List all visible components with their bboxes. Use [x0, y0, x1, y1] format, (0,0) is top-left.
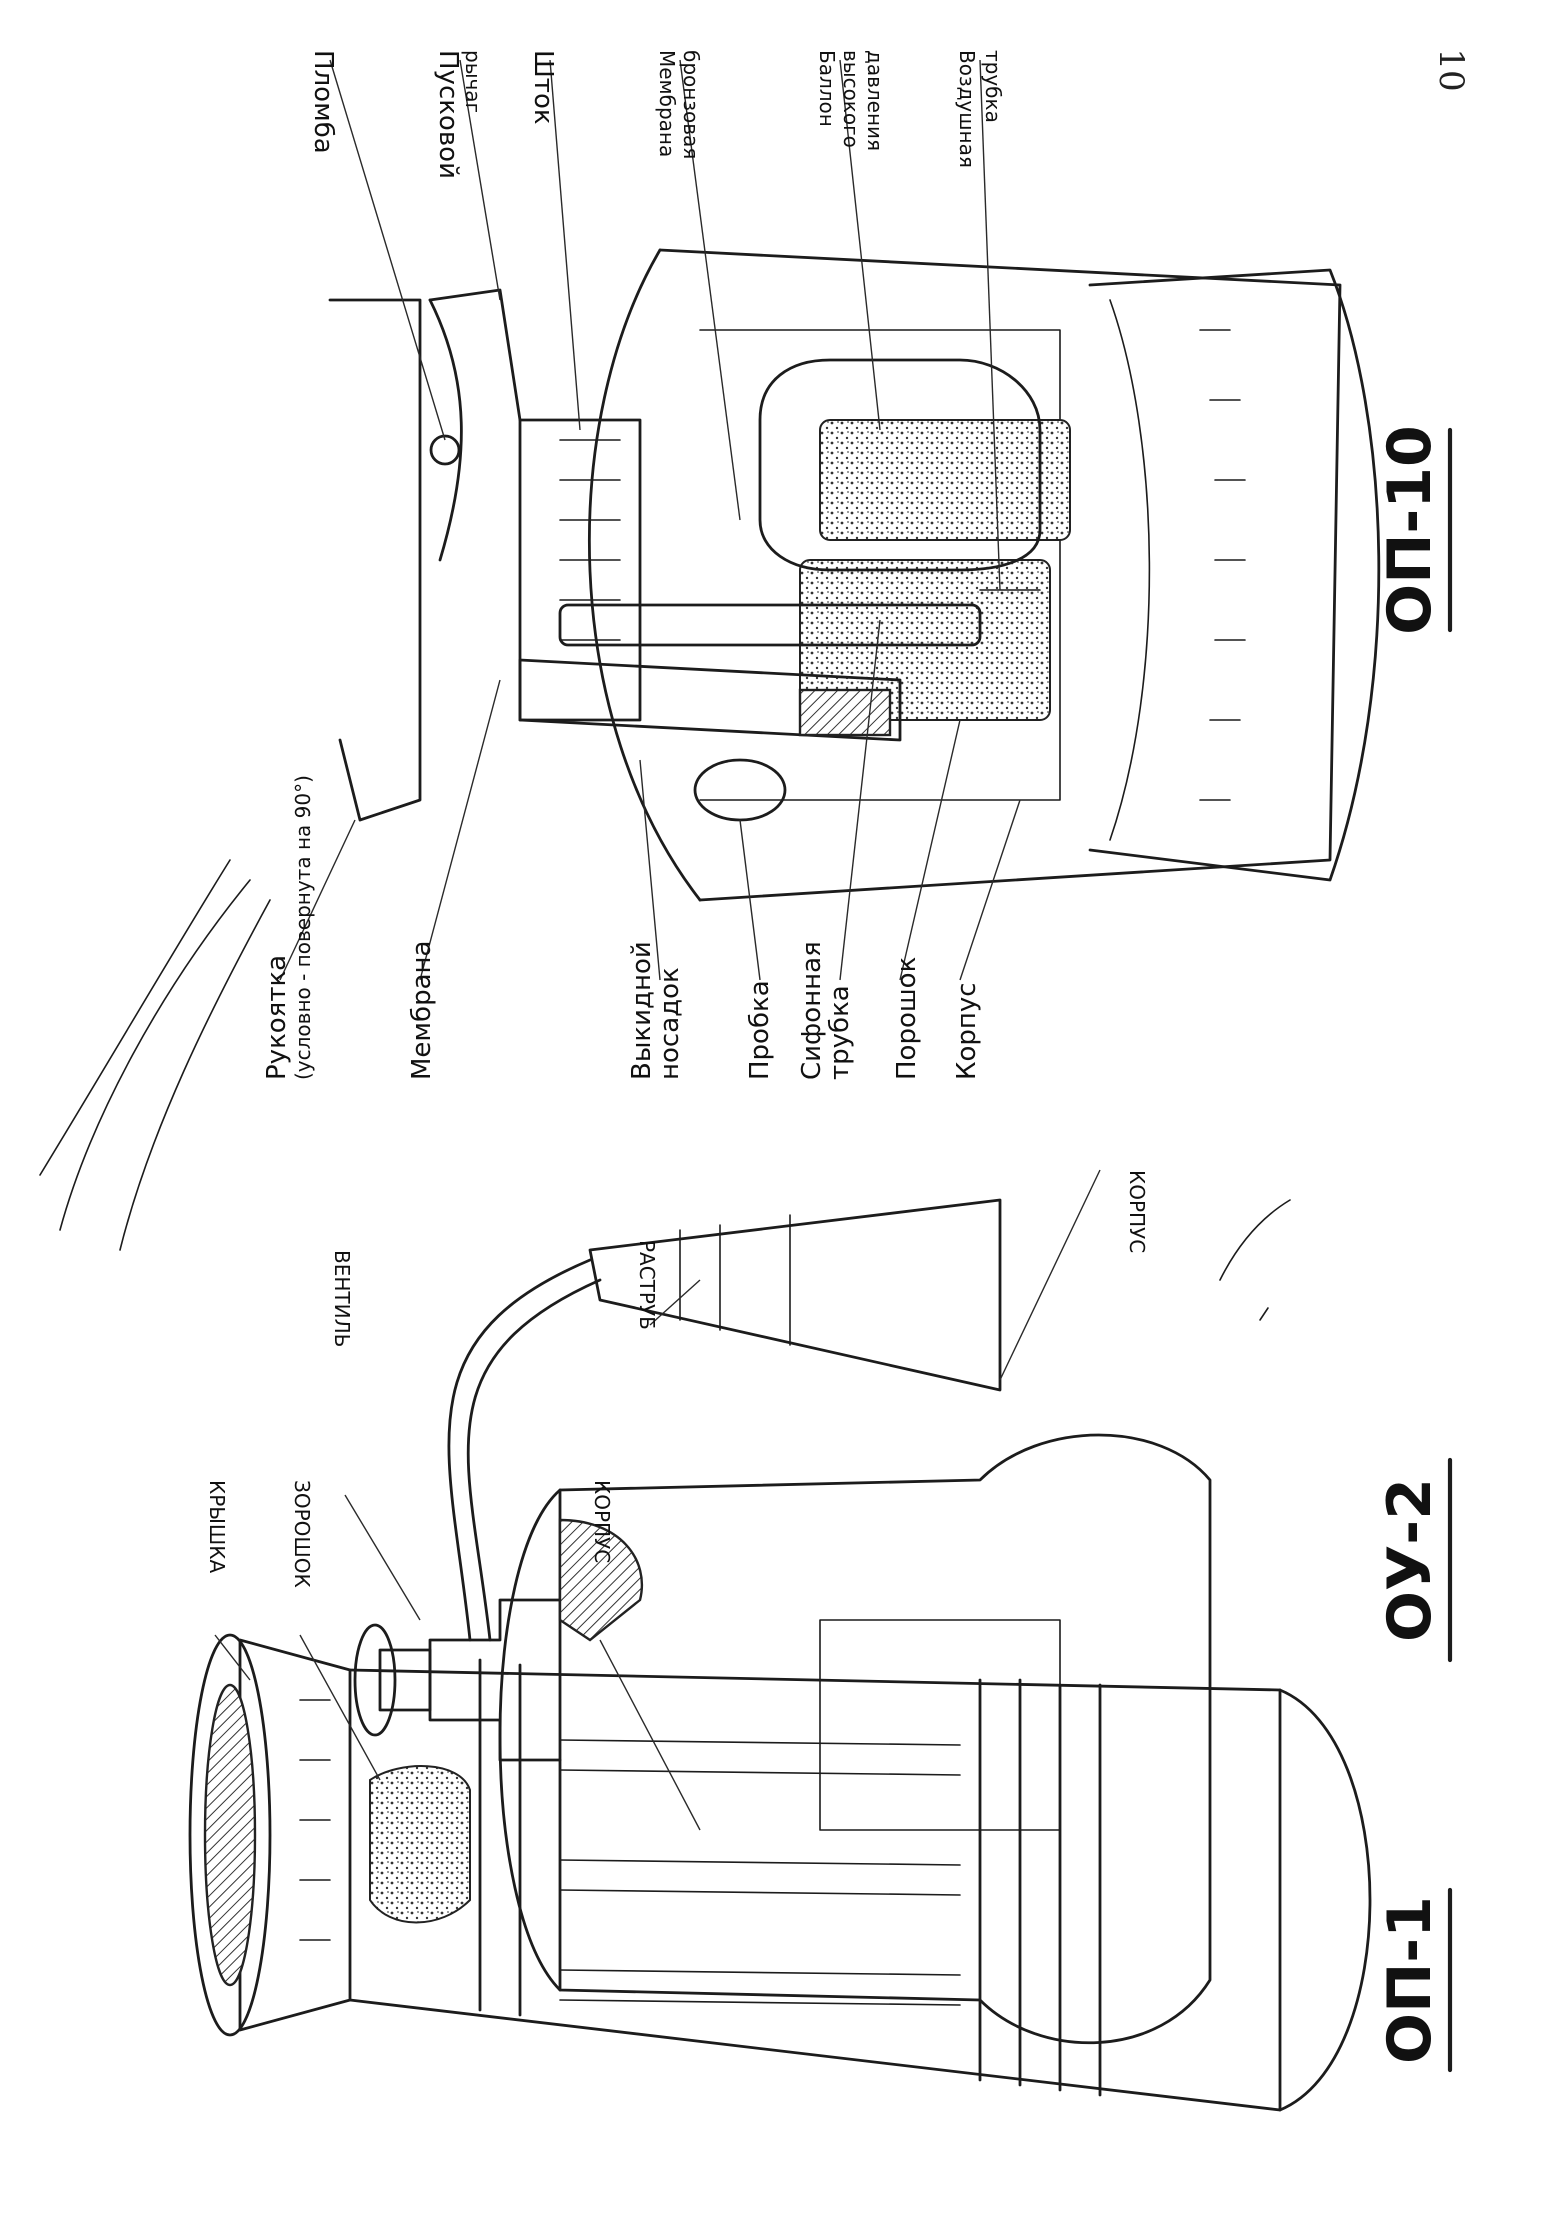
caption-op-10: ОП-10	[1375, 425, 1445, 635]
stray-pen-marks	[39, 859, 1291, 1321]
label-horn: РАСТРУБ	[635, 1240, 659, 1330]
label-membrane: Мембрана	[407, 941, 437, 1080]
op-10-labels-left: Рукоятка (условно - повернута на 90°) Ме…	[262, 775, 982, 1080]
label-trigger-2: рычаг	[461, 50, 485, 113]
base-ring-ribs	[1199, 329, 1246, 801]
label-powder-op1: ЗОРОШОК	[290, 1480, 314, 1588]
label-valve: ВЕНТИЛЬ	[330, 1250, 354, 1347]
page-number: 10	[1431, 48, 1471, 91]
label-cylinder-1: Баллон	[815, 50, 839, 127]
op-1-drawing	[188, 1633, 1372, 2112]
label-air-tube-1: Воздушная	[955, 50, 979, 168]
label-handle: Рукоятка	[262, 955, 292, 1080]
label-lid: КРЫШКА	[205, 1480, 229, 1573]
label-nozzle-2: носадок	[655, 967, 685, 1080]
label-body-op1: КОРПУС	[590, 1480, 614, 1563]
op-1-caption: ОП-1	[1375, 1887, 1453, 2073]
label-cylinder-2: высокого	[839, 50, 863, 148]
label-body: Корпус	[952, 982, 982, 1080]
label-seal: Пломба	[308, 50, 338, 154]
label-trigger-1: Пусковой	[433, 50, 463, 179]
label-cylinder-3: давления	[863, 50, 887, 151]
label-bronze-membrane-1: Мембрана	[655, 50, 679, 157]
label-powder: Порошок	[892, 957, 922, 1080]
ou-2-drawing	[344, 1169, 1212, 2045]
ou-2-labels: ВЕНТИЛЬ РАСТРУБ КОРПУС	[330, 1170, 1149, 1347]
label-rod: Шток	[528, 50, 558, 125]
op-10-labels-right: Пломба Пусковой рычаг Шток Мембрана брон…	[308, 50, 1005, 179]
label-bronze-membrane-2: бронзовая	[679, 50, 703, 159]
caption-ou-2: ОУ-2	[1375, 1478, 1445, 1642]
ou-2-caption: ОУ-2	[1375, 1457, 1453, 1663]
op-1-labels: КРЫШКА ЗОРОШОК КОРПУС	[205, 1480, 614, 1588]
op-10-caption: ОП-10	[1375, 425, 1453, 635]
op-10-drawing	[279, 59, 1381, 981]
label-handle-note: (условно - повернута на 90°)	[291, 775, 315, 1080]
label-siphon-1: Сифонная	[797, 941, 827, 1080]
label-nozzle-1: Выкидной	[627, 941, 657, 1080]
label-body-ou2: КОРПУС	[1125, 1170, 1149, 1253]
label-plug: Пробка	[745, 980, 775, 1080]
label-siphon-2: трубка	[825, 985, 855, 1080]
label-air-tube-2: трубка	[981, 50, 1005, 123]
caption-op-1: ОП-1	[1375, 1896, 1445, 2064]
